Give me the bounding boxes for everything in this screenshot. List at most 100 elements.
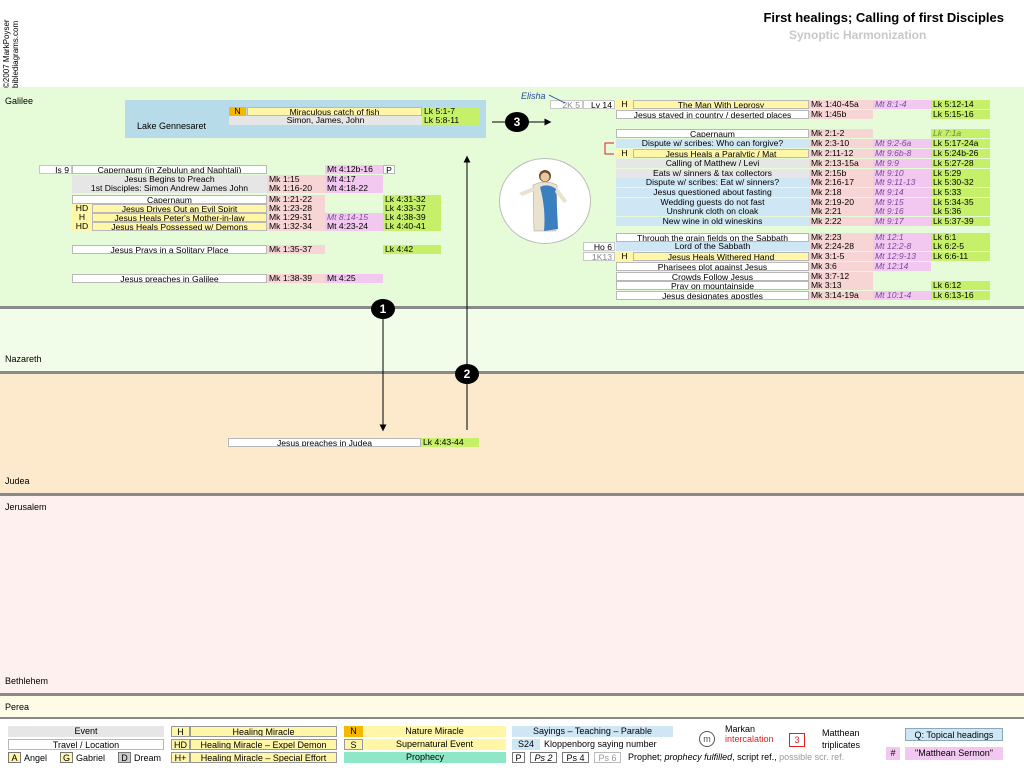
mark-ref: Mk 1:45b (809, 110, 873, 119)
legend-prophet-line: Prophet; prophecy fulfilled, script ref.… (628, 752, 873, 763)
healing-code: H (616, 252, 633, 261)
luke-ref: Lk 5:15-16 (931, 110, 990, 119)
legend-script-ref: , script ref., (732, 752, 777, 762)
luke-ref: Lk 6:1 (931, 233, 990, 242)
luke-ref: Lk 5:24b-26 (931, 149, 990, 158)
healing-code: HD (72, 204, 92, 213)
legend-n-code: N (344, 726, 363, 737)
region-divider (0, 493, 1024, 496)
legend-travel: Travel / Location (8, 739, 164, 750)
matthew-ref: Mt 9:17 (873, 217, 931, 226)
luke-ref: Lk 5:8-11 (422, 116, 480, 125)
event-cell: Jesus Heals Peter's Mother-in-law (92, 213, 267, 222)
matthew-ref: Mt 12:9-13 (873, 252, 931, 261)
luke-ref: Lk 4:33-37 (383, 204, 441, 213)
event-cell: Dispute w/ scribes: Who can forgive? (616, 139, 809, 148)
event-cell: Calling of Matthew / Levi (616, 159, 809, 168)
event-cell: Pharisees plot against Jesus (616, 262, 809, 271)
legend-h-code: H (171, 726, 190, 737)
legend-ps4: Ps 4 (562, 752, 589, 763)
mark-ref: Mk 2:11-12 (809, 149, 873, 158)
healing-code: H (616, 149, 633, 158)
mark-ref: Mk 1:21-22 (267, 195, 325, 204)
legend-ps6: Ps 6 (594, 752, 621, 763)
legend-hp: Healing Miracle – Special Effort (190, 752, 337, 763)
ot-ref: Ho 6 (583, 242, 615, 251)
legend-gabriel: Gabriel (76, 753, 106, 763)
region-label-bethlehem: Bethlehem (5, 676, 49, 686)
matthew-ref: Mt 9:14 (873, 188, 931, 197)
event-cell: Jesus Begins to Preach (72, 175, 267, 184)
luke-ref: Lk 6:2-5 (931, 242, 990, 251)
mark-ref: Mk 2:16-17 (809, 178, 873, 187)
event-cell: Simon, James, John (229, 116, 422, 125)
mark-ref: Mk 2:24-28 (809, 242, 873, 251)
mark-ref: Mk 3:14-19a (809, 291, 873, 300)
event-cell: Dispute w/ scribes: Eat w/ sinners? (616, 178, 809, 187)
jesus-figure-icon (499, 158, 591, 244)
luke-ref: Lk 5:37-39 (931, 217, 990, 226)
healing-code: HD (72, 222, 92, 231)
event-cell: Jesus questioned about fasting (616, 188, 809, 197)
luke-ref: Lk 4:40-41 (383, 222, 441, 231)
mark-ref: Mk 2:23 (809, 233, 873, 242)
region-divider (0, 717, 1024, 719)
event-cell: New wine in old wineskins (616, 217, 809, 226)
mark-ref: Mk 3:6 (809, 262, 873, 271)
mark-ref: Mk 2:13-15a (809, 159, 873, 168)
luke-ref: Lk 6:6-11 (931, 252, 990, 261)
legend-hd-code: HD (171, 739, 190, 750)
event-cell: Capernaum (616, 129, 809, 138)
ot-ref: 2K 5 (550, 100, 583, 109)
mark-ref: Mk 2:15b (809, 169, 873, 178)
luke-ref: Lk 6:12 (931, 281, 990, 290)
prophet-marker: P (383, 165, 395, 174)
elisha-label: Elisha (521, 91, 546, 101)
ot-ref: Is 9 (39, 165, 72, 174)
elisha-connector (548, 94, 566, 104)
legend-p-code: P (512, 752, 525, 763)
matthew-ref: Mt 9:15 (873, 198, 931, 207)
jerusalem-region (0, 496, 1024, 693)
legend-dream: Dream (134, 753, 162, 763)
mark-ref: Mk 1:16-20 (267, 184, 325, 193)
legend-h: Healing Miracle (190, 726, 337, 737)
matthew-ref: Mt 12:1 (873, 233, 931, 242)
luke-ref: Lk 4:38-39 (383, 213, 441, 222)
event-cell: Jesus designates apostles (616, 291, 809, 300)
event-cell: Miraculous catch of fish (247, 107, 422, 116)
matthew-ref: Mt 9:10 (873, 169, 931, 178)
region-label-galilee: Galilee (5, 96, 34, 106)
legend-ps2: Ps 2 (530, 752, 557, 763)
perea-region (0, 696, 1024, 718)
event-cell: Jesus Heals a Paralytic / Mat (633, 149, 809, 158)
matthew-ref: Mt 12:2-8 (873, 242, 931, 251)
region-label-perea: Perea (5, 702, 30, 712)
markan-intercalation-icon: m (699, 731, 715, 747)
mark-ref: Mk 2:19-20 (809, 198, 873, 207)
event-cell: Jesus preaches in Judea (228, 438, 421, 447)
mark-ref: Mk 3:7-12 (809, 272, 873, 281)
legend-angel: Angel (24, 753, 48, 763)
mark-ref: Mk 1:23-28 (267, 204, 325, 213)
page-subtitle: Synoptic Harmonization (789, 28, 927, 42)
matthew-ref: Mt 10:1-4 (873, 291, 931, 300)
event-cell: Crowds Follow Jesus (616, 272, 809, 281)
healing-code: H (616, 100, 633, 109)
luke-ref: Lk 5:29 (931, 169, 990, 178)
legend-possible-ref: possible scr. ref. (779, 752, 845, 762)
mark-ref: Mk 1:35-37 (267, 245, 325, 254)
matthew-ref: Mt 8:1-4 (873, 100, 931, 109)
ot-ref: Lv 14 (583, 100, 615, 109)
legend-dream-code: D (118, 752, 131, 763)
event-cell: The Man With Leprosy (633, 100, 809, 109)
mark-ref: Mk 3:13 (809, 281, 873, 290)
luke-ref: Lk 5:34-35 (931, 198, 990, 207)
legend-angel-code: A (8, 752, 21, 763)
mark-ref: Mk 1:15 (267, 175, 325, 184)
event-cell: 1st Disciples: Simon Andrew James John (72, 184, 267, 193)
step-marker-3: 3 (505, 112, 529, 132)
legend-matthean: Matthean (822, 728, 860, 738)
event-cell: Jesus Heals Possessed w/ Demons (92, 222, 267, 231)
luke-ref: Lk 5:1-7 (422, 107, 480, 116)
